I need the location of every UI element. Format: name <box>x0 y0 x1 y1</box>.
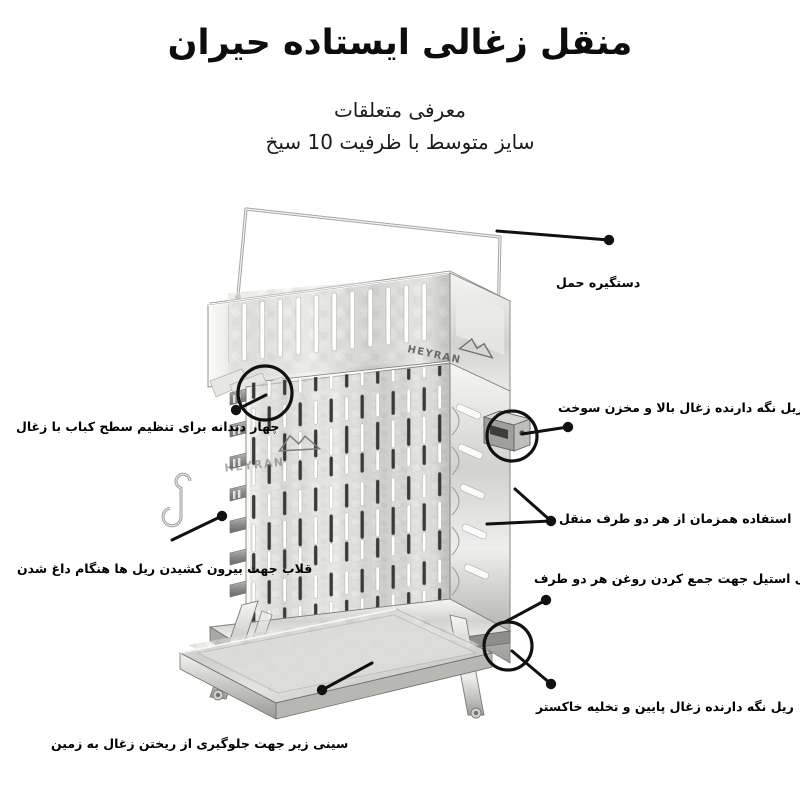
callout-label-rail-pull-hook: قلاب جهت بیرون کشیدن ریل ها هنگام داغ شد… <box>17 561 313 576</box>
leader-dot-carry-handle <box>603 234 615 246</box>
s-hook <box>161 472 192 528</box>
slotted-skewer-rails: HEYRAN <box>209 362 532 664</box>
page-title: منقل زغالی ایستاده حیران <box>167 23 633 63</box>
callout-label-dual-side-use: استفاده همزمان از هر دو طرف منقل <box>559 511 792 526</box>
callout-label-bottom-ash-tray: سینی زیر جهت جلوگیری از ریختن زغال به زم… <box>51 736 349 751</box>
subtitle-size-capacity: سایز متوسط با ظرفیت 10 سیخ <box>265 130 535 154</box>
bottom-ash-tray <box>178 607 494 720</box>
callout-label-steel-oil-channel: نبشی استیل جهت جمع کردن روغن هر دو طرف <box>534 571 800 586</box>
subtitle-accessories: معرفی متعلقات <box>333 98 467 122</box>
callout-label-carry-handle: دستگیره حمل <box>556 275 641 290</box>
callout-label-lower-charcoal-rail: ریل نگه دارنده زغال پایین و تخلیه خاکستر <box>536 699 794 714</box>
callout-label-upper-charcoal-rail: ریل نگه دارنده زغال بالا و مخزن سوخت <box>558 400 800 415</box>
upper-basket-slots <box>228 282 427 364</box>
fuel-reservoir-block <box>482 410 532 452</box>
callout-label-four-teeth-adjuster: چهار دندانه برای تنظیم سطح کباب با زغال <box>16 419 280 434</box>
upper-basket <box>207 270 512 388</box>
product-illustration: HEYRAN <box>161 207 532 720</box>
